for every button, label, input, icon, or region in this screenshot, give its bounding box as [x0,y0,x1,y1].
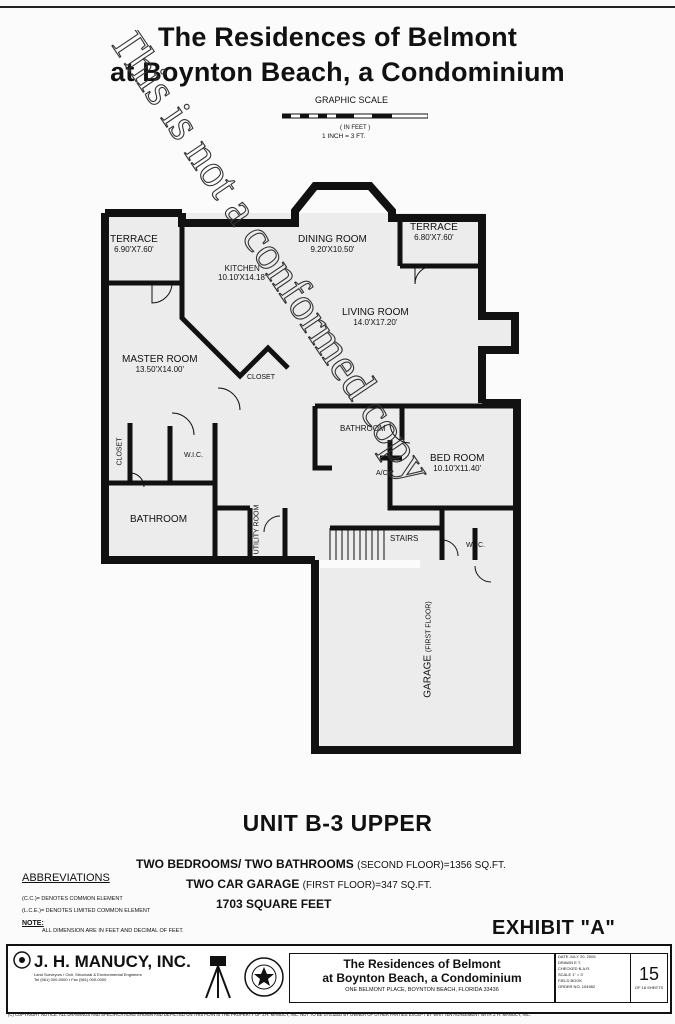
field-date: DATE JULY 20, 2005 [558,954,596,959]
project-title-line-1: The Residences of Belmont [343,957,501,971]
graphic-scale-label: GRAPHIC SCALE [315,95,389,105]
wic-left-label: W.I.C. [184,452,204,459]
seal-icon [244,957,284,997]
garage-label: GARAGE (FIRST FLOOR) [422,601,434,698]
field-checked: CHECKED B.A.R. [558,966,591,971]
note-text: ALL DIMENSION ARE IN FEET AND DECIMAL OF… [42,928,184,934]
title-block: J. H. MANUCY, INC. Land Surveyors / Civi… [6,944,672,1014]
abbreviation-cc: (C.C.)= DENOTES COMMON ELEMENT [22,896,123,902]
sheet-number: 15 [638,964,660,984]
closet-left-label: CLOSET [116,437,124,466]
sheet-of: OF 18 SHEETS [634,985,664,990]
graphic-scale-bar [282,113,428,119]
closet-upper-label: CLOSET [247,374,276,381]
company-details: Land Surveyors / Civil, Structural & Env… [34,972,142,982]
bathroom-upper-label: BATHROOM [340,424,386,433]
title-line-1: The Residences of Belmont [157,22,518,52]
project-title-line-2: at Boynton Beach, a Condominium [322,971,522,985]
company-logo-icon [13,951,31,969]
surveyor-tripod-icon [205,956,231,999]
abbreviations-heading: ABBREVIATIONS [22,872,110,884]
floor-plan [101,182,521,754]
copyright-notice: (C) COPYRIGHT NOTICE: ALL DRAWINGS AND S… [8,1012,531,1017]
ac-label: A/C [376,470,388,477]
company-name: J. H. MANUCY, INC. [34,952,191,971]
project-title-box: The Residences of Belmont at Boynton Bea… [289,953,555,1003]
wic-right-label: W.I.C. [466,542,486,549]
top-border [0,6,675,8]
utility-room-label: UTILITY ROOM [253,504,261,555]
unit-title: UNIT B-3 UPPER [242,810,433,836]
unit-line-3: 1703 SQUARE FEET [216,897,332,911]
abbreviation-lce: (L.C.E.)= DENOTES LIMITED COMMON ELEMENT [22,908,151,914]
note-heading: NOTE: [22,920,44,927]
exhibit-label: EXHIBIT "A" [492,917,616,939]
field-drawn: DRAWN E.T. [558,960,581,965]
project-address: ONE BELMONT PLACE, BOYNTON BEACH, FLORID… [345,987,499,993]
drawing-fields: DATE JULY 20, 2005 DRAWN E.T. CHECKED B.… [555,953,631,1003]
unit-line-2: TWO CAR GARAGE (FIRST FLOOR)=347 SQ.FT. [186,877,432,891]
stairs-label: STAIRS [390,534,419,543]
field-field-book: FIELD BOOK [558,978,583,983]
unit-line-1: TWO BEDROOMS/ TWO BATHROOMS (SECOND FLOO… [136,857,506,871]
field-scale: SCALE 1" = 3' [558,972,584,977]
field-order-no: ORDER NO. 104982 [558,984,596,989]
title-line-2: at Boynton Beach, a Condominium [110,57,565,87]
sheet-number-box: 15 OF 18 SHEETS [630,953,668,1003]
graphic-scale-units: ( IN FEET ) [340,125,371,131]
graphic-scale-ratio: 1 INCH = 3 FT. [322,133,366,140]
bathroom-lower-label: BATHROOM [130,514,188,525]
